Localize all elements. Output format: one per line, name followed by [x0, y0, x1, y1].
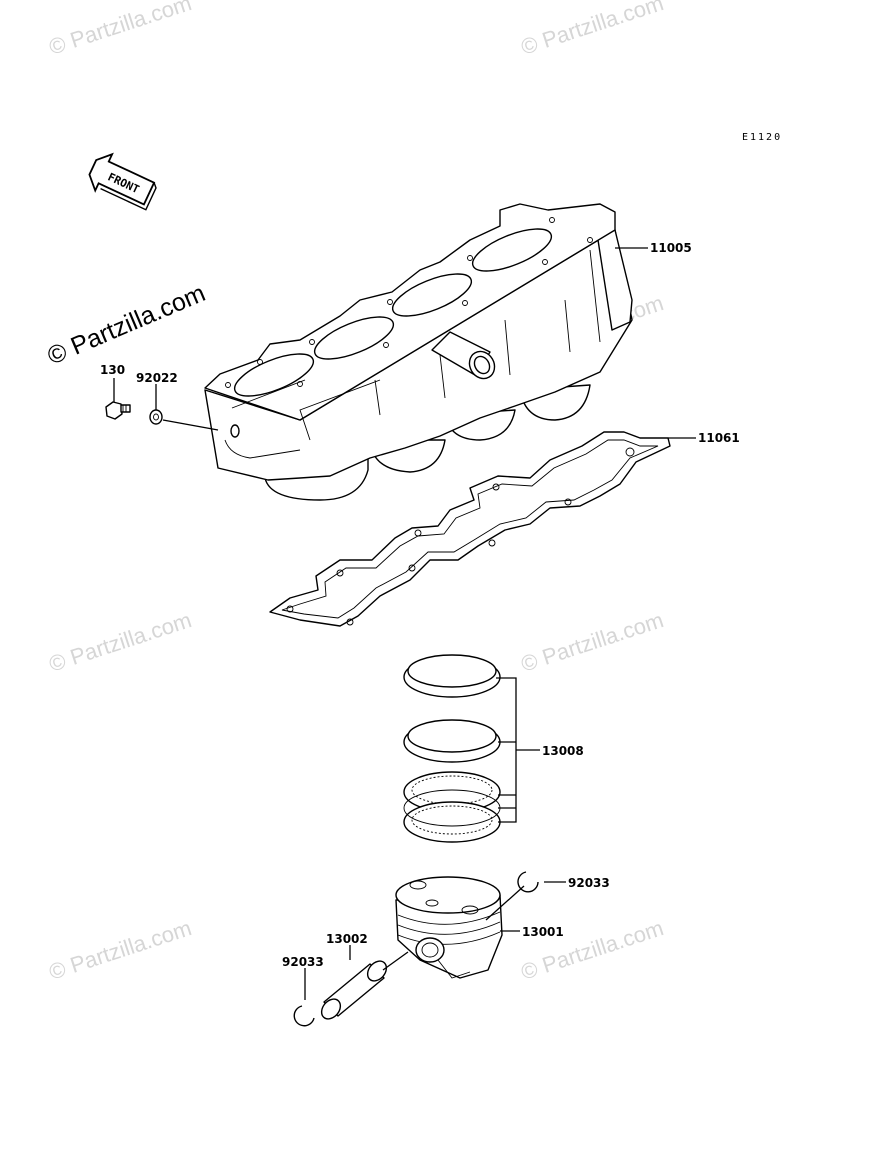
watermark-main: © Partzilla.com: [43, 279, 209, 371]
label-bolt: 130: [100, 363, 125, 377]
watermark-top-left: © Partzilla.com: [46, 0, 195, 60]
label-piston: 13001: [522, 925, 564, 939]
watermark-left-2: © Partzilla.com: [46, 607, 195, 677]
label-circlip-right: 92033: [568, 876, 610, 890]
base-gasket: [269, 431, 671, 627]
label-gasket: 11061: [698, 431, 740, 445]
watermark-top-right: © Partzilla.com: [518, 0, 667, 60]
cylinder-block: [204, 203, 633, 501]
label-circlip-left: 92033: [282, 955, 324, 969]
label-piston-pin: 13002: [326, 932, 368, 946]
label-cylinder: 11005: [650, 241, 692, 255]
bolt-130: [105, 401, 131, 420]
coolant-fitting: [431, 331, 496, 380]
label-ring-set: 13008: [542, 744, 584, 758]
front-arrow-icon: FRONT: [88, 152, 157, 211]
washer-92022: [149, 409, 163, 425]
piston-pin: [320, 960, 388, 1020]
piston: [395, 876, 503, 979]
circlip-left: [293, 1005, 315, 1027]
piston-rings: [403, 654, 501, 843]
watermark-right-2: © Partzilla.com: [518, 607, 667, 677]
label-washer: 92022: [136, 371, 178, 385]
deck-holes: [225, 217, 593, 388]
watermark-left-3: © Partzilla.com: [46, 915, 195, 985]
diagram-code: E1120: [742, 132, 782, 143]
